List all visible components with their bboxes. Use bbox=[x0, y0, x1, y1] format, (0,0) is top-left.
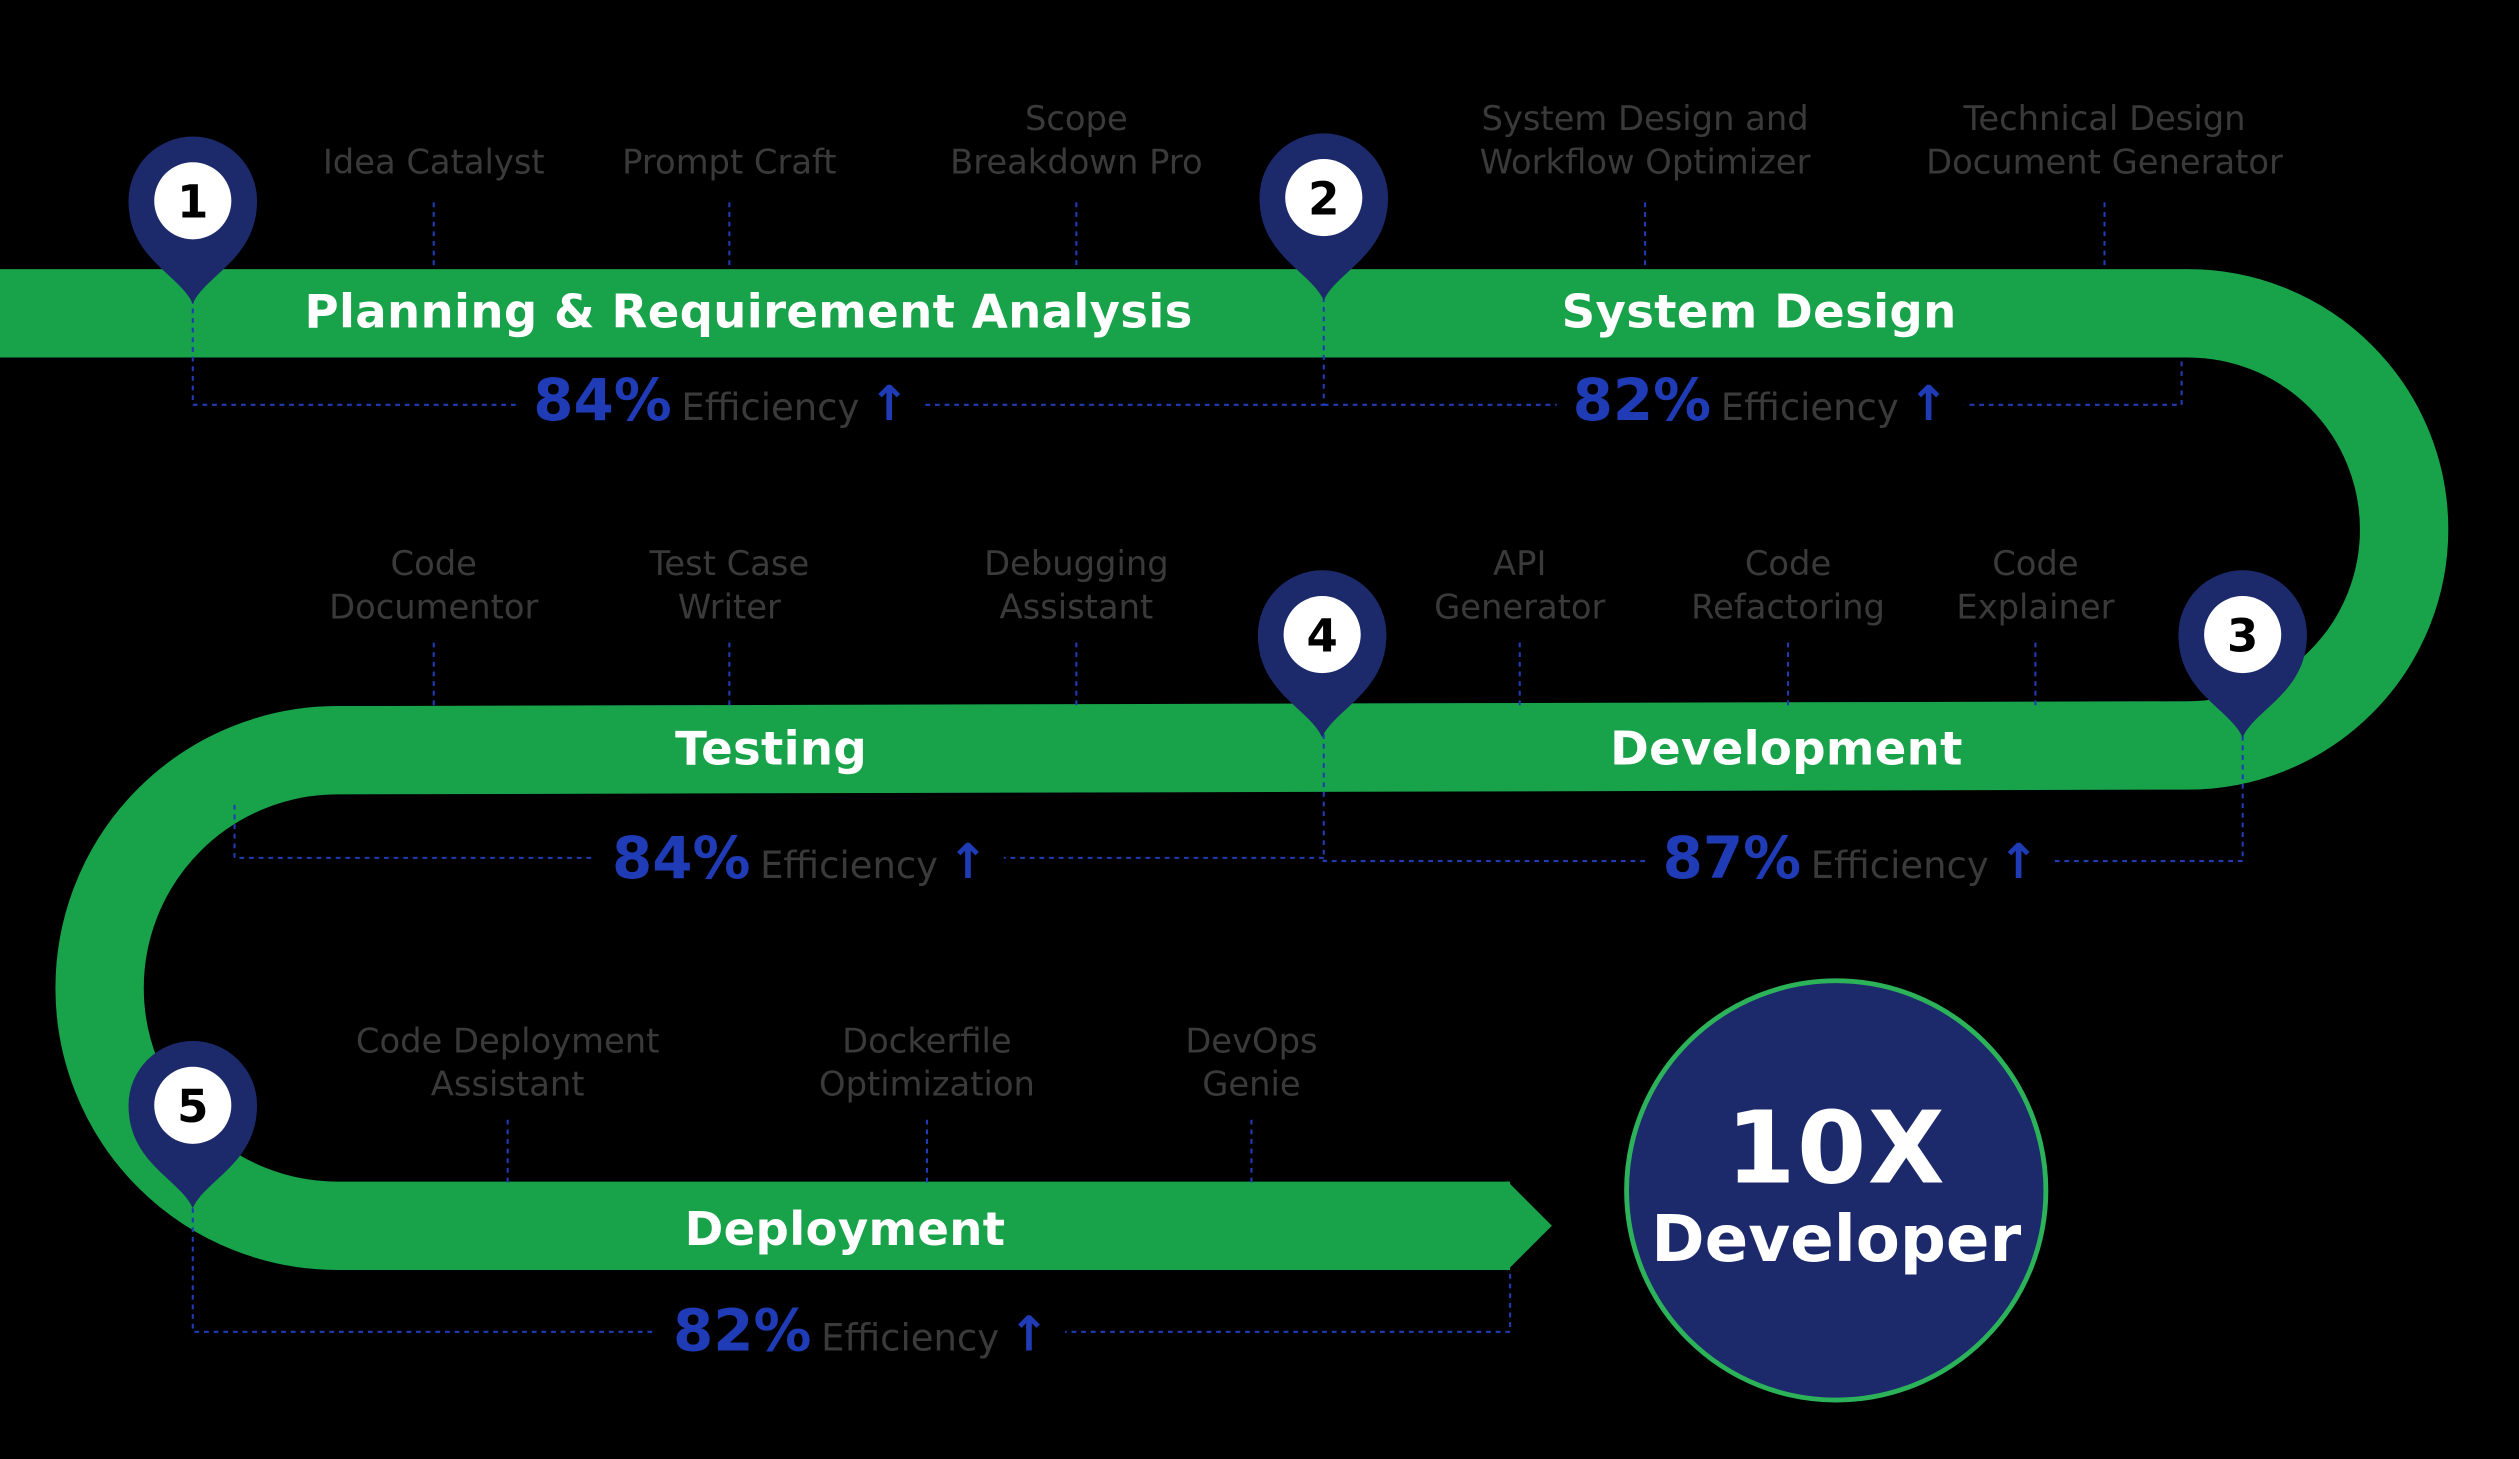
tool-label: Code Refactoring bbox=[1691, 544, 1885, 627]
efficiency-testing: 84% Efficiency ↑ bbox=[595, 826, 1005, 893]
tool-label: Idea Catalyst bbox=[322, 142, 545, 182]
location-pin-icon bbox=[1259, 133, 1389, 301]
result-badge: 10X Developer bbox=[1624, 978, 2049, 1403]
efficiency-value: 82% bbox=[673, 1298, 812, 1365]
stage-number-2: 2 bbox=[1308, 172, 1340, 226]
tool-label: Debugging Assistant bbox=[984, 544, 1169, 627]
tool-label: API Generator bbox=[1434, 544, 1606, 627]
efficiency-value: 84% bbox=[611, 826, 751, 893]
tool-label: DevOps Genie bbox=[1185, 1021, 1318, 1104]
tool-label: Dockerfile Optimization bbox=[819, 1021, 1035, 1104]
location-pin-icon bbox=[1257, 570, 1387, 738]
result-multiplier: 10X bbox=[1726, 1089, 1947, 1207]
efficiency-label: Efficiency bbox=[1810, 845, 1989, 888]
stage-title-development: Development bbox=[1610, 721, 1963, 776]
stage-number-3: 3 bbox=[2227, 609, 2259, 663]
efficiency-label: Efficiency bbox=[821, 1318, 1000, 1360]
stage-title-system-design: System Design bbox=[1561, 284, 1957, 339]
tool-label: Scope Breakdown Pro bbox=[950, 99, 1203, 182]
efficiency-label: Efficiency bbox=[1720, 387, 1899, 430]
location-pin-icon bbox=[128, 136, 258, 304]
efficiency-development: 87% Efficiency ↑ bbox=[1646, 826, 2055, 893]
arrow-up-icon: ↑ bbox=[1908, 376, 1949, 433]
tool-label: Prompt Craft bbox=[622, 142, 837, 182]
location-pin-icon bbox=[128, 1041, 258, 1209]
stage-title-testing: Testing bbox=[675, 721, 868, 776]
tool-label: Technical Design Document Generator bbox=[1926, 99, 2283, 182]
arrow-up-icon: ↑ bbox=[1998, 834, 2039, 891]
tool-label: Code Explainer bbox=[1956, 544, 2115, 627]
stage-number-4: 4 bbox=[1306, 609, 1338, 663]
efficiency-deployment: 82% Efficiency ↑ bbox=[656, 1298, 1066, 1365]
tool-label: System Design and Workflow Optimizer bbox=[1479, 99, 1811, 182]
stage-title-planning: Planning & Requirement Analysis bbox=[304, 284, 1193, 339]
stage-number-5: 5 bbox=[177, 1080, 209, 1134]
efficiency-label: Efficiency bbox=[681, 387, 860, 430]
arrow-up-icon: ↑ bbox=[868, 376, 910, 433]
tool-label: Code Deployment Assistant bbox=[355, 1021, 660, 1104]
efficiency-planning: 84% Efficiency ↑ bbox=[517, 368, 926, 435]
efficiency-value: 84% bbox=[533, 368, 672, 435]
path-arrow-head bbox=[1506, 1180, 1552, 1271]
arrow-up-icon: ↑ bbox=[947, 834, 989, 891]
stage-number-1: 1 bbox=[177, 175, 209, 229]
result-label: Developer bbox=[1651, 1203, 2022, 1278]
arrow-up-icon: ↑ bbox=[1008, 1306, 1050, 1364]
tool-connectors bbox=[432, 202, 2106, 1183]
tool-label: Test Case Writer bbox=[649, 544, 810, 627]
stage-title-deployment: Deployment bbox=[684, 1201, 1006, 1257]
efficiency-system-design: 82% Efficiency ↑ bbox=[1556, 368, 1965, 435]
tool-label: Code Documentor bbox=[329, 544, 539, 627]
efficiency-value: 87% bbox=[1662, 826, 1802, 893]
efficiency-value: 82% bbox=[1572, 368, 1712, 435]
location-pin-icon bbox=[2178, 570, 2307, 738]
efficiency-label: Efficiency bbox=[760, 845, 939, 888]
